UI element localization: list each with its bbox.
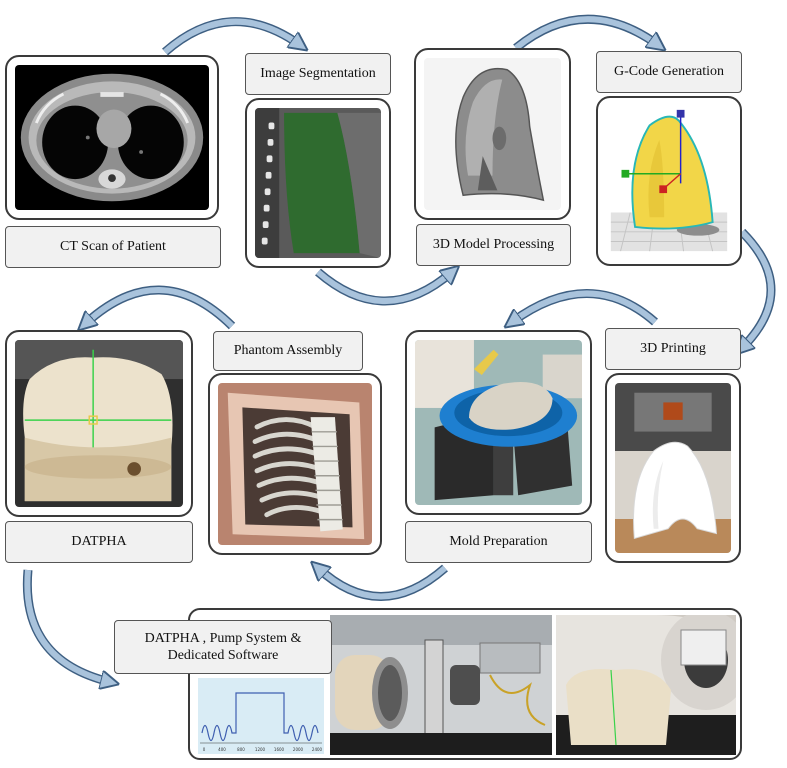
model-frame [414, 48, 571, 220]
model-image [424, 58, 561, 210]
mold-frame [405, 330, 592, 515]
pump-system-image [330, 615, 552, 755]
printing-frame [605, 373, 741, 563]
assembly-frame [208, 373, 382, 555]
software-plot: 0 400 800 1200 1600 2000 2400 [198, 678, 324, 754]
plot-tick-1: 400 [218, 747, 226, 752]
datpha-image [15, 340, 183, 507]
mold-image [415, 340, 582, 505]
plot-tick-6: 2400 [312, 747, 323, 752]
arrow-model-to-gcode [513, 14, 658, 48]
arrow-ct-to-segmentation [162, 17, 300, 56]
segmentation-image [255, 108, 381, 258]
assembly-label: Phantom Assembly [213, 331, 363, 371]
arrow-mold-to-assembly [318, 568, 448, 601]
plot-tick-0: 0 [203, 747, 206, 752]
printing-image [615, 383, 731, 553]
plot-tick-3: 1200 [255, 747, 266, 752]
model-processing-label: 3D Model Processing [416, 224, 571, 266]
arrow-segmentation-to-model [315, 272, 452, 306]
ct-scan-image [15, 65, 209, 210]
printing-label: 3D Printing [605, 328, 741, 370]
mold-label: Mold Preparation [405, 521, 592, 563]
plot-tick-4: 1600 [274, 747, 285, 752]
datpha-frame [5, 330, 193, 517]
gcode-label: G-Code Generation [596, 51, 742, 93]
assembly-image [218, 383, 372, 545]
ct-scan-label: CT Scan of Patient [5, 226, 221, 268]
final-label-line-1: DATPHA , Pump System & [144, 630, 302, 646]
datpha-label: DATPHA [5, 521, 193, 563]
plot-tick-2: 800 [237, 747, 245, 752]
gcode-frame [596, 96, 742, 266]
arrow-printing-to-mold [512, 289, 658, 323]
phantom-in-linac-image [556, 615, 736, 755]
plot-tick-5: 2000 [293, 747, 304, 752]
arrow-assembly-to-datpha [85, 285, 236, 326]
final-label-line-2: Dedicated Software [167, 648, 279, 663]
arrow-datpha-to-final [22, 569, 110, 682]
segmentation-label: Image Segmentation [245, 53, 391, 95]
segmentation-frame [245, 98, 391, 268]
gcode-image [606, 106, 732, 256]
arrow-gcode-to-printing [742, 228, 776, 348]
ct-scan-frame [5, 55, 219, 220]
final-label: DATPHA , Pump System & Dedicated Softwar… [114, 620, 332, 674]
